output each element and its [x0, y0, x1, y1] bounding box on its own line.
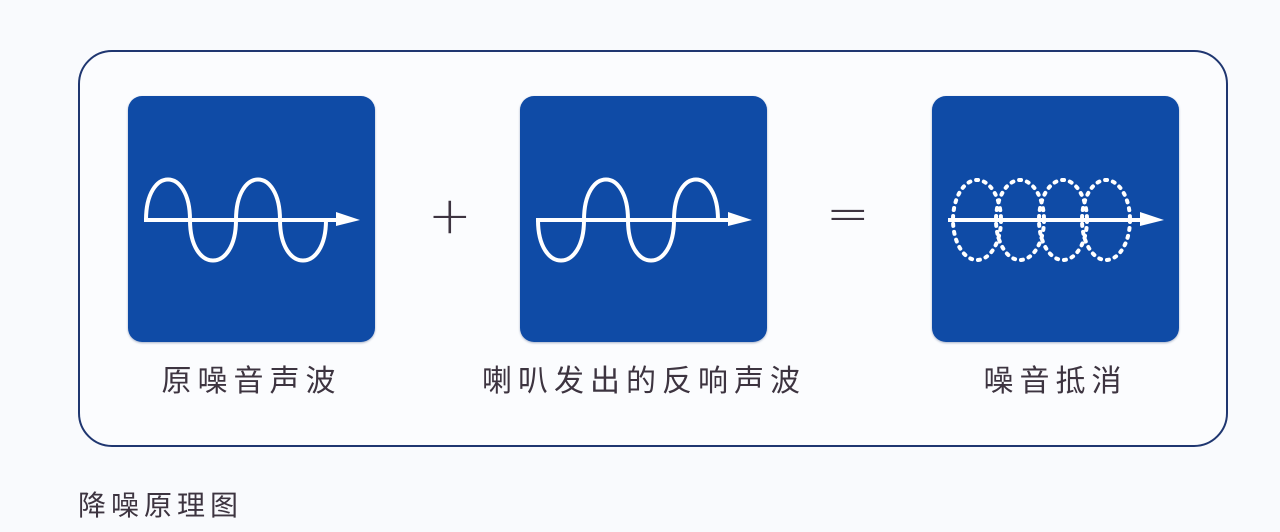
- inverted-sine-wave-arrow-icon: [536, 177, 752, 263]
- noise-cancelled-tile: [932, 96, 1179, 342]
- original-noise-label: 原噪音声波: [161, 364, 342, 399]
- diagram-caption: 降噪原理图: [78, 489, 244, 522]
- original-noise-wave-tile: [128, 96, 375, 342]
- speaker-inverse-wave-label: 喇叭发出的反响声波: [482, 364, 806, 399]
- speaker-inverse-wave-tile: [520, 96, 767, 342]
- dotted-cancelled-wave-arrow-icon: [948, 178, 1164, 262]
- plus-operator: +: [428, 186, 472, 246]
- noise-cancelled-label: 噪音抵消: [983, 364, 1128, 399]
- equals-operator: =: [826, 184, 870, 244]
- sine-wave-arrow-icon: [144, 177, 360, 263]
